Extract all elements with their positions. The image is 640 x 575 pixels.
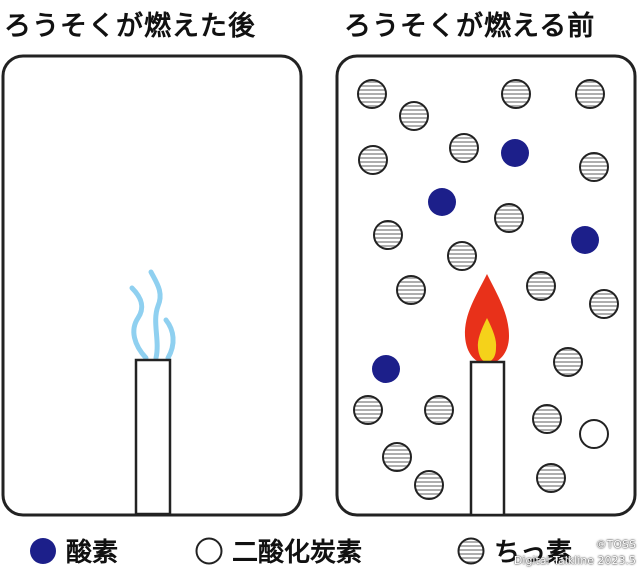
nitrogen-swatch-icon <box>457 537 485 564</box>
title-before-burning: ろうそくが燃える前 <box>344 11 596 42</box>
carbon-dioxide-molecule <box>579 419 609 449</box>
credit-source: Digital Talkline 2023.5 <box>513 554 636 567</box>
legend-carbon-dioxide: 二酸化炭素 <box>194 532 362 569</box>
oxygen-molecule <box>571 226 599 254</box>
nitrogen-molecule <box>382 442 412 472</box>
nitrogen-molecule <box>447 241 477 271</box>
nitrogen-molecule <box>494 203 524 233</box>
nitrogen-molecules <box>353 79 619 500</box>
nitrogen-molecule <box>501 79 531 109</box>
nitrogen-molecule <box>357 79 387 109</box>
nitrogen-molecule <box>526 271 556 301</box>
legend-oxygen-label: 酸素 <box>66 538 119 568</box>
nitrogen-molecule <box>358 145 388 175</box>
legend-oxygen: 酸素 <box>28 532 118 569</box>
oxygen-molecule <box>501 139 529 167</box>
nitrogen-molecule <box>532 404 562 434</box>
nitrogen-molecule <box>575 79 605 109</box>
carbon-dioxide-swatch-icon <box>195 537 223 564</box>
nitrogen-molecule <box>353 395 383 425</box>
oxygen-swatch-icon <box>30 537 56 564</box>
oxygen-molecule <box>372 355 400 383</box>
oxygen-molecule <box>428 188 456 216</box>
legend-nitrogen-label: ちっ素 <box>494 538 573 568</box>
nitrogen-molecule <box>536 463 566 493</box>
credit-copyright: ©TOSS <box>595 538 636 551</box>
nitrogen-molecule <box>396 275 426 305</box>
oxygen-molecules <box>372 139 599 383</box>
nitrogen-molecule <box>553 347 583 377</box>
candle-before <box>469 360 506 517</box>
legend-nitrogen: ちっ素 <box>456 532 572 569</box>
nitrogen-molecule <box>449 133 479 163</box>
nitrogen-molecule <box>424 395 454 425</box>
nitrogen-molecule <box>399 101 429 131</box>
candle-after <box>134 358 172 516</box>
nitrogen-molecule <box>373 220 403 250</box>
nitrogen-molecule <box>414 470 444 500</box>
nitrogen-molecule <box>589 289 619 319</box>
smoke-wisps <box>129 269 176 361</box>
candle-flame <box>464 274 509 364</box>
title-after-burning: ろうそくが燃えた後 <box>4 11 256 42</box>
nitrogen-molecule <box>579 152 609 182</box>
legend-carbon-dioxide-label: 二酸化炭素 <box>232 538 363 568</box>
